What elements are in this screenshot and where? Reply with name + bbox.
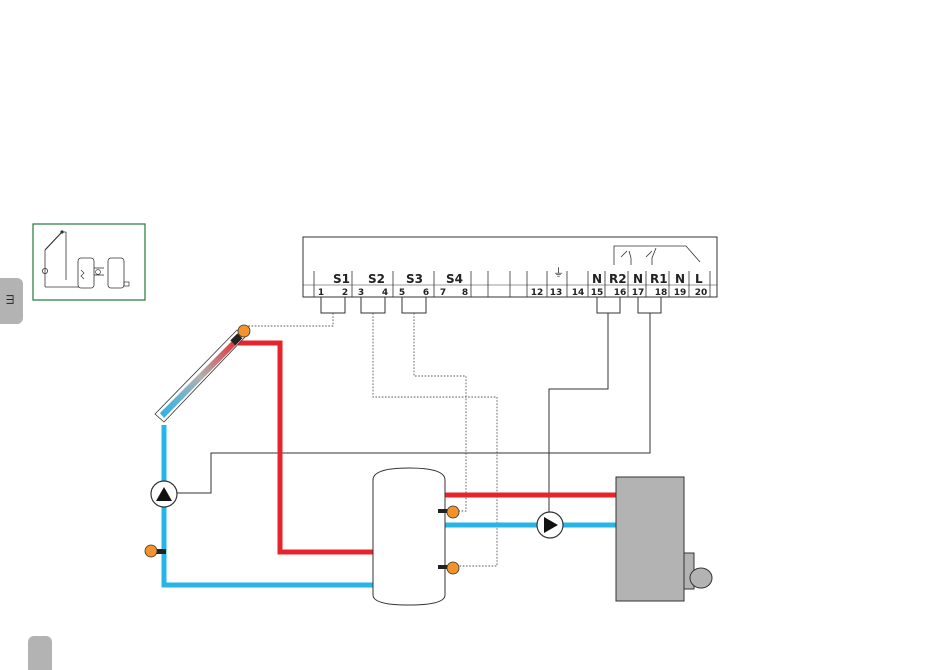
boiler-pump bbox=[537, 512, 563, 538]
sensor-label-s1: S1 bbox=[333, 272, 350, 286]
terminal-number-12: 12 bbox=[531, 288, 544, 298]
sensor-s3-icon bbox=[447, 506, 459, 518]
sensor-s2-icon bbox=[447, 562, 459, 574]
solar-pump bbox=[151, 481, 177, 507]
sensor-return-icon bbox=[145, 545, 157, 557]
sensor-label-s3: S3 bbox=[406, 272, 423, 286]
terminal-number-15: 15 bbox=[591, 288, 604, 298]
storage-tank bbox=[373, 468, 448, 605]
terminal-number-14: 14 bbox=[572, 288, 585, 298]
terminal-number-16: 16 bbox=[614, 288, 627, 298]
relay-label-r1: R1 bbox=[650, 272, 668, 286]
terminal-number-1: 1 bbox=[318, 288, 324, 298]
terminal-number-19: 19 bbox=[674, 288, 687, 298]
terminal-number-17: 17 bbox=[632, 288, 645, 298]
terminal-number-5: 5 bbox=[399, 288, 405, 298]
terminal-number-8: 8 bbox=[462, 288, 468, 298]
system-thumbnail bbox=[33, 224, 145, 300]
relay-label-l: L bbox=[695, 272, 703, 286]
terminal-number-3: 3 bbox=[358, 288, 364, 298]
terminal-number-18: 18 bbox=[655, 288, 668, 298]
relay-label-n1: N bbox=[592, 272, 602, 286]
boiler bbox=[616, 477, 712, 601]
terminal-number-4: 4 bbox=[382, 288, 388, 298]
terminal-number-2: 2 bbox=[342, 288, 348, 298]
terminal-number-6: 6 bbox=[423, 288, 429, 298]
sensor-s1-icon bbox=[238, 325, 250, 337]
terminal-number-7: 7 bbox=[440, 288, 446, 298]
sensor-label-s4: S4 bbox=[446, 272, 463, 286]
terminal-number-13: 13 bbox=[550, 288, 563, 298]
terminal-number-20: 20 bbox=[695, 288, 708, 298]
ground-icon: ⏚ bbox=[553, 266, 564, 279]
sensor-label-s2: S2 bbox=[368, 272, 385, 286]
relay-label-n3: N bbox=[675, 272, 685, 286]
relay-label-n2: N bbox=[633, 272, 643, 286]
terminal-connectors bbox=[321, 297, 661, 313]
relay-label-r2: R2 bbox=[609, 272, 627, 286]
solar-collector bbox=[155, 330, 245, 422]
